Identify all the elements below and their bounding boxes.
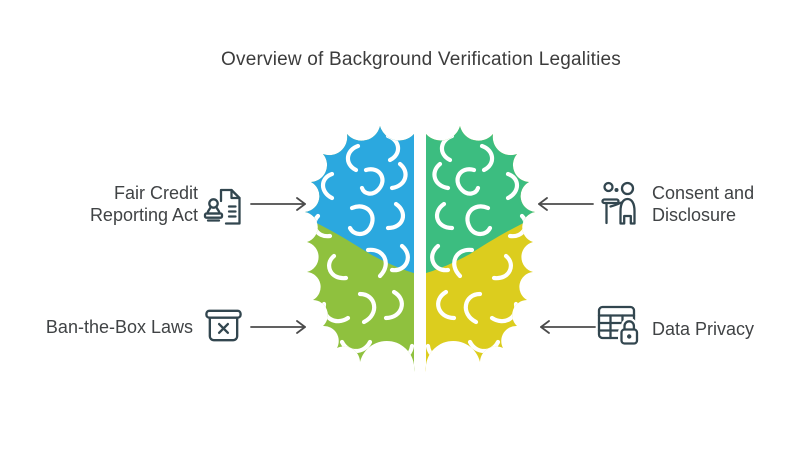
presentation-people-icon xyxy=(601,181,636,225)
item-ban-the-box-laws: Ban-the-Box Laws xyxy=(33,303,313,349)
item-label: Data Privacy xyxy=(652,319,755,339)
item-consent-and-disclosure: Consent and Disclosure xyxy=(534,180,784,232)
arrow-left xyxy=(538,197,594,211)
left-hemisphere xyxy=(305,126,415,372)
page-title: Overview of Background Verification Lega… xyxy=(221,49,621,70)
stamp-document-icon xyxy=(203,188,241,225)
table-lock-icon xyxy=(597,305,641,347)
item-label: Fair Credit Reporting Act xyxy=(89,183,198,225)
item-fair-credit-reporting-act: Fair Credit Reporting Act xyxy=(40,180,350,230)
right-hemisphere xyxy=(425,126,535,372)
item-data-privacy: Data Privacy xyxy=(536,303,786,351)
arrow-right xyxy=(250,320,306,334)
brain-graphic xyxy=(305,126,535,372)
arrow-right xyxy=(250,197,306,211)
ballot-box-x-icon xyxy=(205,309,242,342)
arrow-left xyxy=(540,320,596,334)
item-label: Consent and Disclosure xyxy=(652,183,755,225)
item-label: Ban-the-Box Laws xyxy=(45,317,193,337)
